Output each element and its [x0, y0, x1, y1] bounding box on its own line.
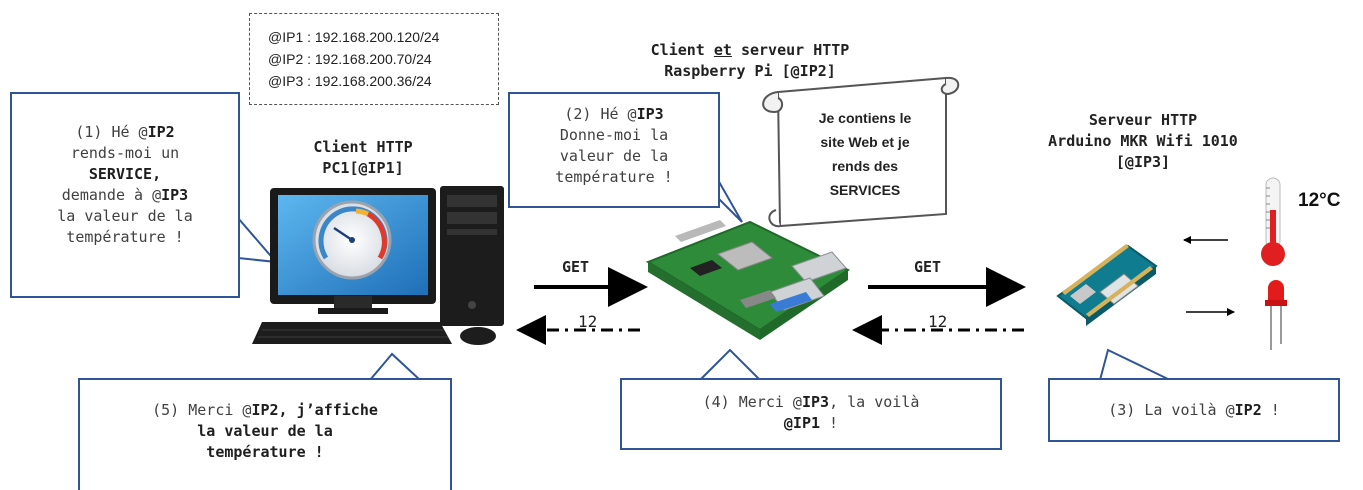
callout-5-tail — [367, 352, 423, 381]
pc-title: Client HTTP PC1[@IP1] — [288, 137, 438, 179]
arduino-title-line3: [@IP3] — [1115, 153, 1171, 171]
raspberry-title: Client et serveur HTTP Raspberry Pi [@IP… — [590, 40, 910, 82]
raspberry-title-line1: Client et serveur HTTP — [650, 41, 850, 59]
get-label-left: GET — [562, 258, 590, 276]
callout-4-response: (4) Merci @IP3, la voilà @IP1 ! — [620, 378, 1002, 450]
led-illustration — [1265, 280, 1287, 350]
ip-line-2: @IP2 : 192.168.200.70/24 — [268, 51, 432, 67]
callout-1-request: (1) Hé @IP2 rends-moi un SERVICE, demand… — [10, 92, 240, 298]
response-label-right: 12 — [928, 312, 948, 331]
scroll-line-3: rends des — [831, 158, 899, 174]
arduino-title-line2: Arduino MKR Wifi 1010 — [1048, 132, 1238, 150]
raspberry-title-line2: Raspberry Pi [@IP2] — [664, 62, 836, 80]
callout-tails — [237, 179, 1171, 381]
raspberry-title-et: et — [713, 41, 732, 59]
callout-4-tail — [697, 348, 763, 381]
arduino-title: Serveur HTTP Arduino MKR Wifi 1010 [@IP3… — [1008, 110, 1278, 173]
scroll-line-1: Je contiens le — [818, 110, 912, 126]
pc-computer-illustration — [252, 186, 504, 345]
pc-title-line2: PC1[@IP1] — [322, 159, 404, 177]
scroll-text: Je contiens le site Web et je rends des … — [790, 106, 940, 202]
callout-3-response: (3) La voilà @IP2 ! — [1048, 378, 1340, 442]
scroll-line-4: SERVICES — [829, 182, 901, 198]
ip-line-3: @IP3 : 192.168.200.36/24 — [268, 73, 432, 89]
scroll-illustration — [762, 76, 960, 228]
raspberry-pi-illustration — [645, 220, 850, 340]
response-label-left: 12 — [578, 312, 598, 331]
callout-3-tail — [1098, 348, 1171, 381]
callout-5-display: (5) Merci @IP2, j’affiche la valeur de l… — [78, 378, 452, 490]
ip-line-1: @IP1 : 192.168.200.120/24 — [268, 29, 440, 45]
callout-2-request: (2) Hé @IP3 Donne-moi la valeur de la te… — [508, 92, 720, 208]
temperature-value: 12°C — [1298, 190, 1341, 211]
scroll-line-2: site Web et je — [820, 134, 910, 150]
arduino-title-line1: Serveur HTTP — [1088, 111, 1198, 129]
ip-address-list: @IP1 : 192.168.200.120/24 @IP2 : 192.168… — [249, 13, 499, 105]
get-label-right: GET — [914, 258, 942, 276]
arduino-illustration — [1056, 244, 1158, 326]
thermometer-illustration — [1261, 177, 1285, 266]
pc-title-line1: Client HTTP — [313, 138, 413, 156]
